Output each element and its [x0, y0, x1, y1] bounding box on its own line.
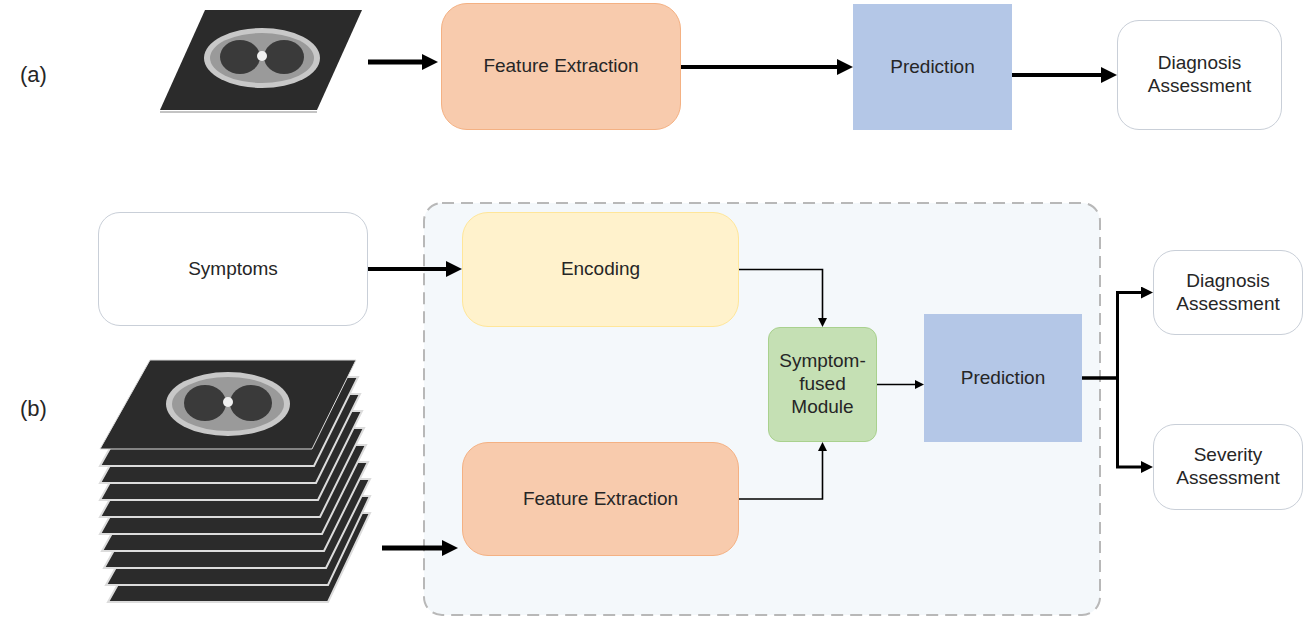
output-box: Diagnosis Assessment [1153, 250, 1303, 335]
ct-stack [100, 360, 370, 602]
input-arrow [382, 546, 442, 551]
panel-label: (b) [20, 396, 47, 422]
node-text: Prediction [961, 367, 1046, 390]
node-text: Symptom-fused Module [777, 350, 868, 418]
flow-arrow [877, 384, 915, 386]
flow-arrow [681, 65, 837, 69]
dashed-region [424, 203, 1100, 615]
flow-arrow [739, 270, 823, 319]
node-text: Encoding [561, 258, 640, 281]
prediction-box: Prediction [853, 4, 1012, 130]
flow-arrow [1082, 293, 1141, 379]
feature-extraction-box: Feature Extraction [441, 3, 681, 130]
node-text: Severity Assessment [1162, 444, 1294, 490]
encoding-box: Encoding [462, 212, 739, 327]
ct-slice [160, 10, 362, 112]
flow-arrow [1012, 73, 1101, 77]
node-text: Feature Extraction [483, 55, 638, 78]
output-box: Diagnosis Assessment [1117, 20, 1282, 130]
input-arrow [368, 60, 422, 65]
output-box: Severity Assessment [1153, 424, 1303, 510]
prediction-box: Prediction [924, 314, 1082, 442]
node-text: Symptoms [188, 258, 278, 281]
feature-extraction-box: Feature Extraction [462, 442, 739, 556]
node-text: Prediction [890, 56, 975, 79]
fusion-box: Symptom-fused Module [768, 327, 877, 442]
input-box: Symptoms [98, 212, 368, 326]
flow-arrow [1082, 378, 1141, 467]
node-text: Feature Extraction [523, 488, 678, 511]
flow-arrow [368, 267, 446, 271]
node-text: Diagnosis Assessment [1162, 270, 1294, 316]
panel-label: (a) [20, 62, 47, 88]
flow-arrow [739, 451, 823, 499]
node-text: Diagnosis Assessment [1126, 52, 1273, 98]
